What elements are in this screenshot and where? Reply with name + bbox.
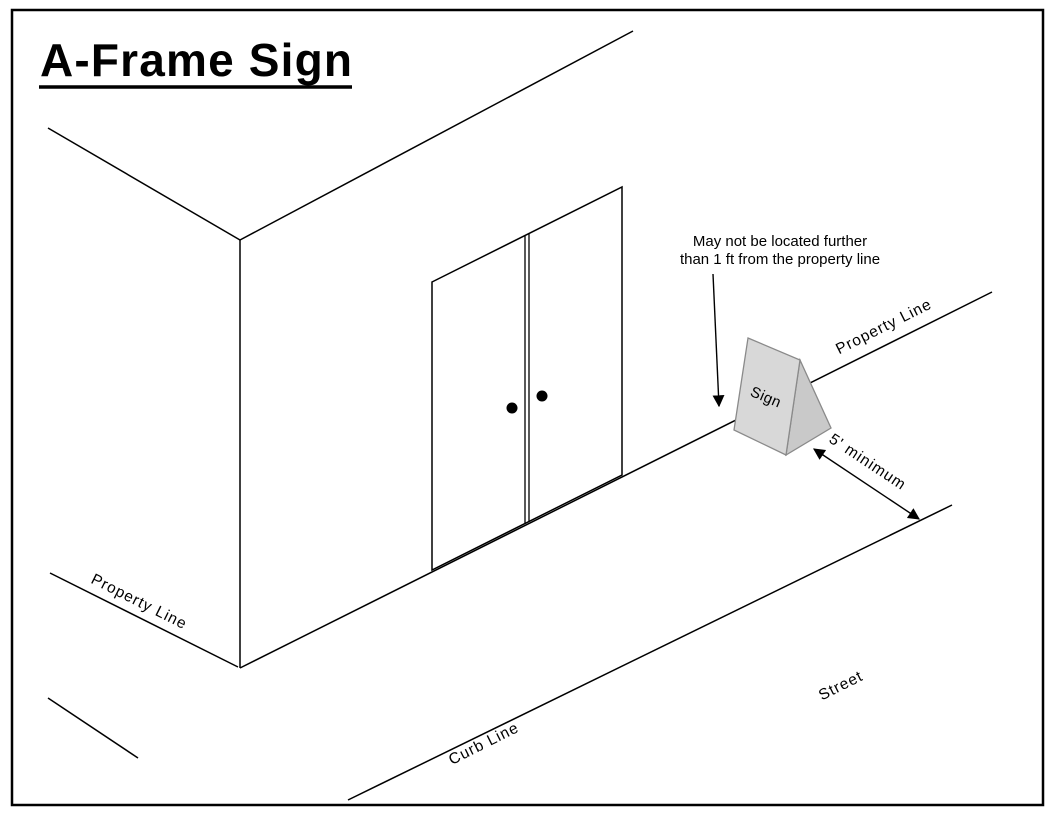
street-edge-line	[47, 697, 139, 759]
annotation-line1: May not be located further	[693, 233, 867, 250]
roof-edge-line	[47, 127, 241, 241]
door-frame	[431, 185, 623, 572]
annotation-arrow	[712, 273, 725, 408]
clearance-arrow	[813, 448, 920, 520]
curb-line	[347, 504, 953, 801]
outer-border	[10, 8, 1045, 807]
property-line-front	[239, 291, 993, 669]
wall-top-edge-line	[239, 30, 634, 241]
door-knob-left	[506, 402, 518, 414]
property-line-side	[49, 572, 239, 668]
door-knob-right	[536, 390, 548, 402]
annotation-line2: than 1 ft from the property line	[680, 251, 880, 268]
diagram-title: A-Frame Sign	[40, 34, 352, 86]
sign-front-panel	[733, 337, 801, 456]
